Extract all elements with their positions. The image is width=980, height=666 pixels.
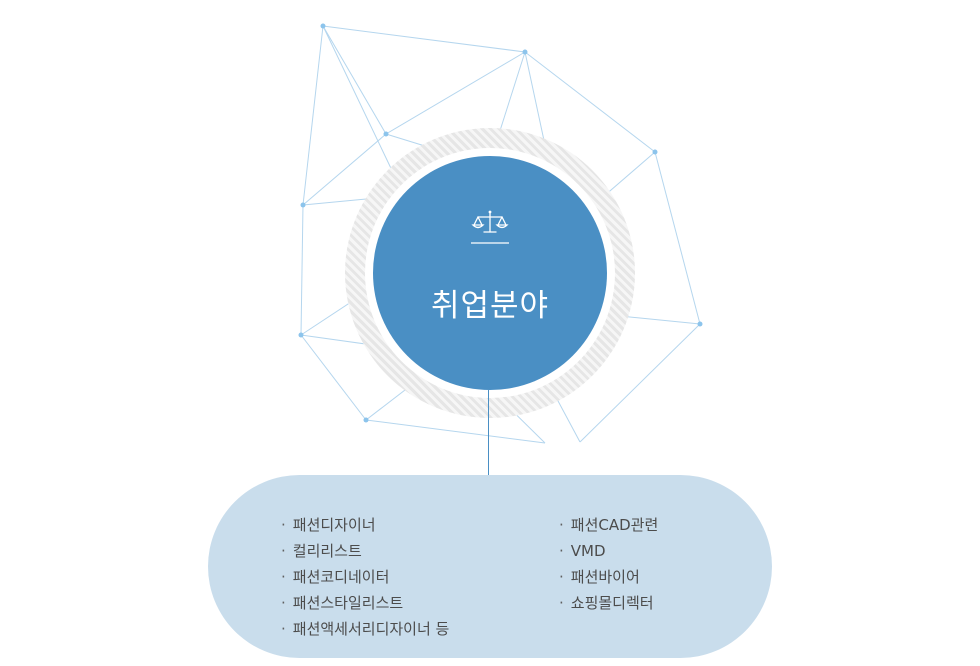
careers-panel: · 패션디자이너 · 컬리리스트 · 패션코디네이터 · 패션스타일리스트 · … [208,475,772,658]
list-item: · 쇼핑몰디렉터 [559,594,654,612]
careers-left-list: · 패션디자이너 · 컬리리스트 · 패션코디네이터 · 패션스타일리스트 · … [281,512,449,642]
career-label: 패션액세서리디자이너 등 [292,620,450,638]
center-circle: 취업분야 [373,156,607,390]
career-label: 패션CAD관련 [570,516,659,534]
list-item: · VMD [559,542,606,560]
career-label: VMD [570,542,606,560]
list-item: · 컬리리스트 [281,542,362,560]
career-label: 컬리리스트 [292,542,362,560]
list-item: · 패션스타일리스트 [281,594,404,612]
center-title: 취업분야 [430,288,550,324]
career-label: 패션코디네이터 [292,568,390,586]
connector-line [488,390,489,494]
list-item: · 패션디자이너 [281,516,376,534]
balance-scale-icon [471,210,509,244]
list-item: · 패션액세서리디자이너 등 [281,620,450,638]
career-label: 패션디자이너 [292,516,376,534]
career-label: 패션바이어 [570,568,640,586]
career-label: 쇼핑몰디렉터 [570,594,654,612]
careers-right-list: · 패션CAD관련 · VMD · 패션바이어 · 쇼핑몰디렉터 [559,512,658,616]
list-item: · 패션바이어 [559,568,640,586]
list-item: · 패션CAD관련 [559,516,659,534]
list-item: · 패션코디네이터 [281,568,390,586]
career-label: 패션스타일리스트 [292,594,404,612]
